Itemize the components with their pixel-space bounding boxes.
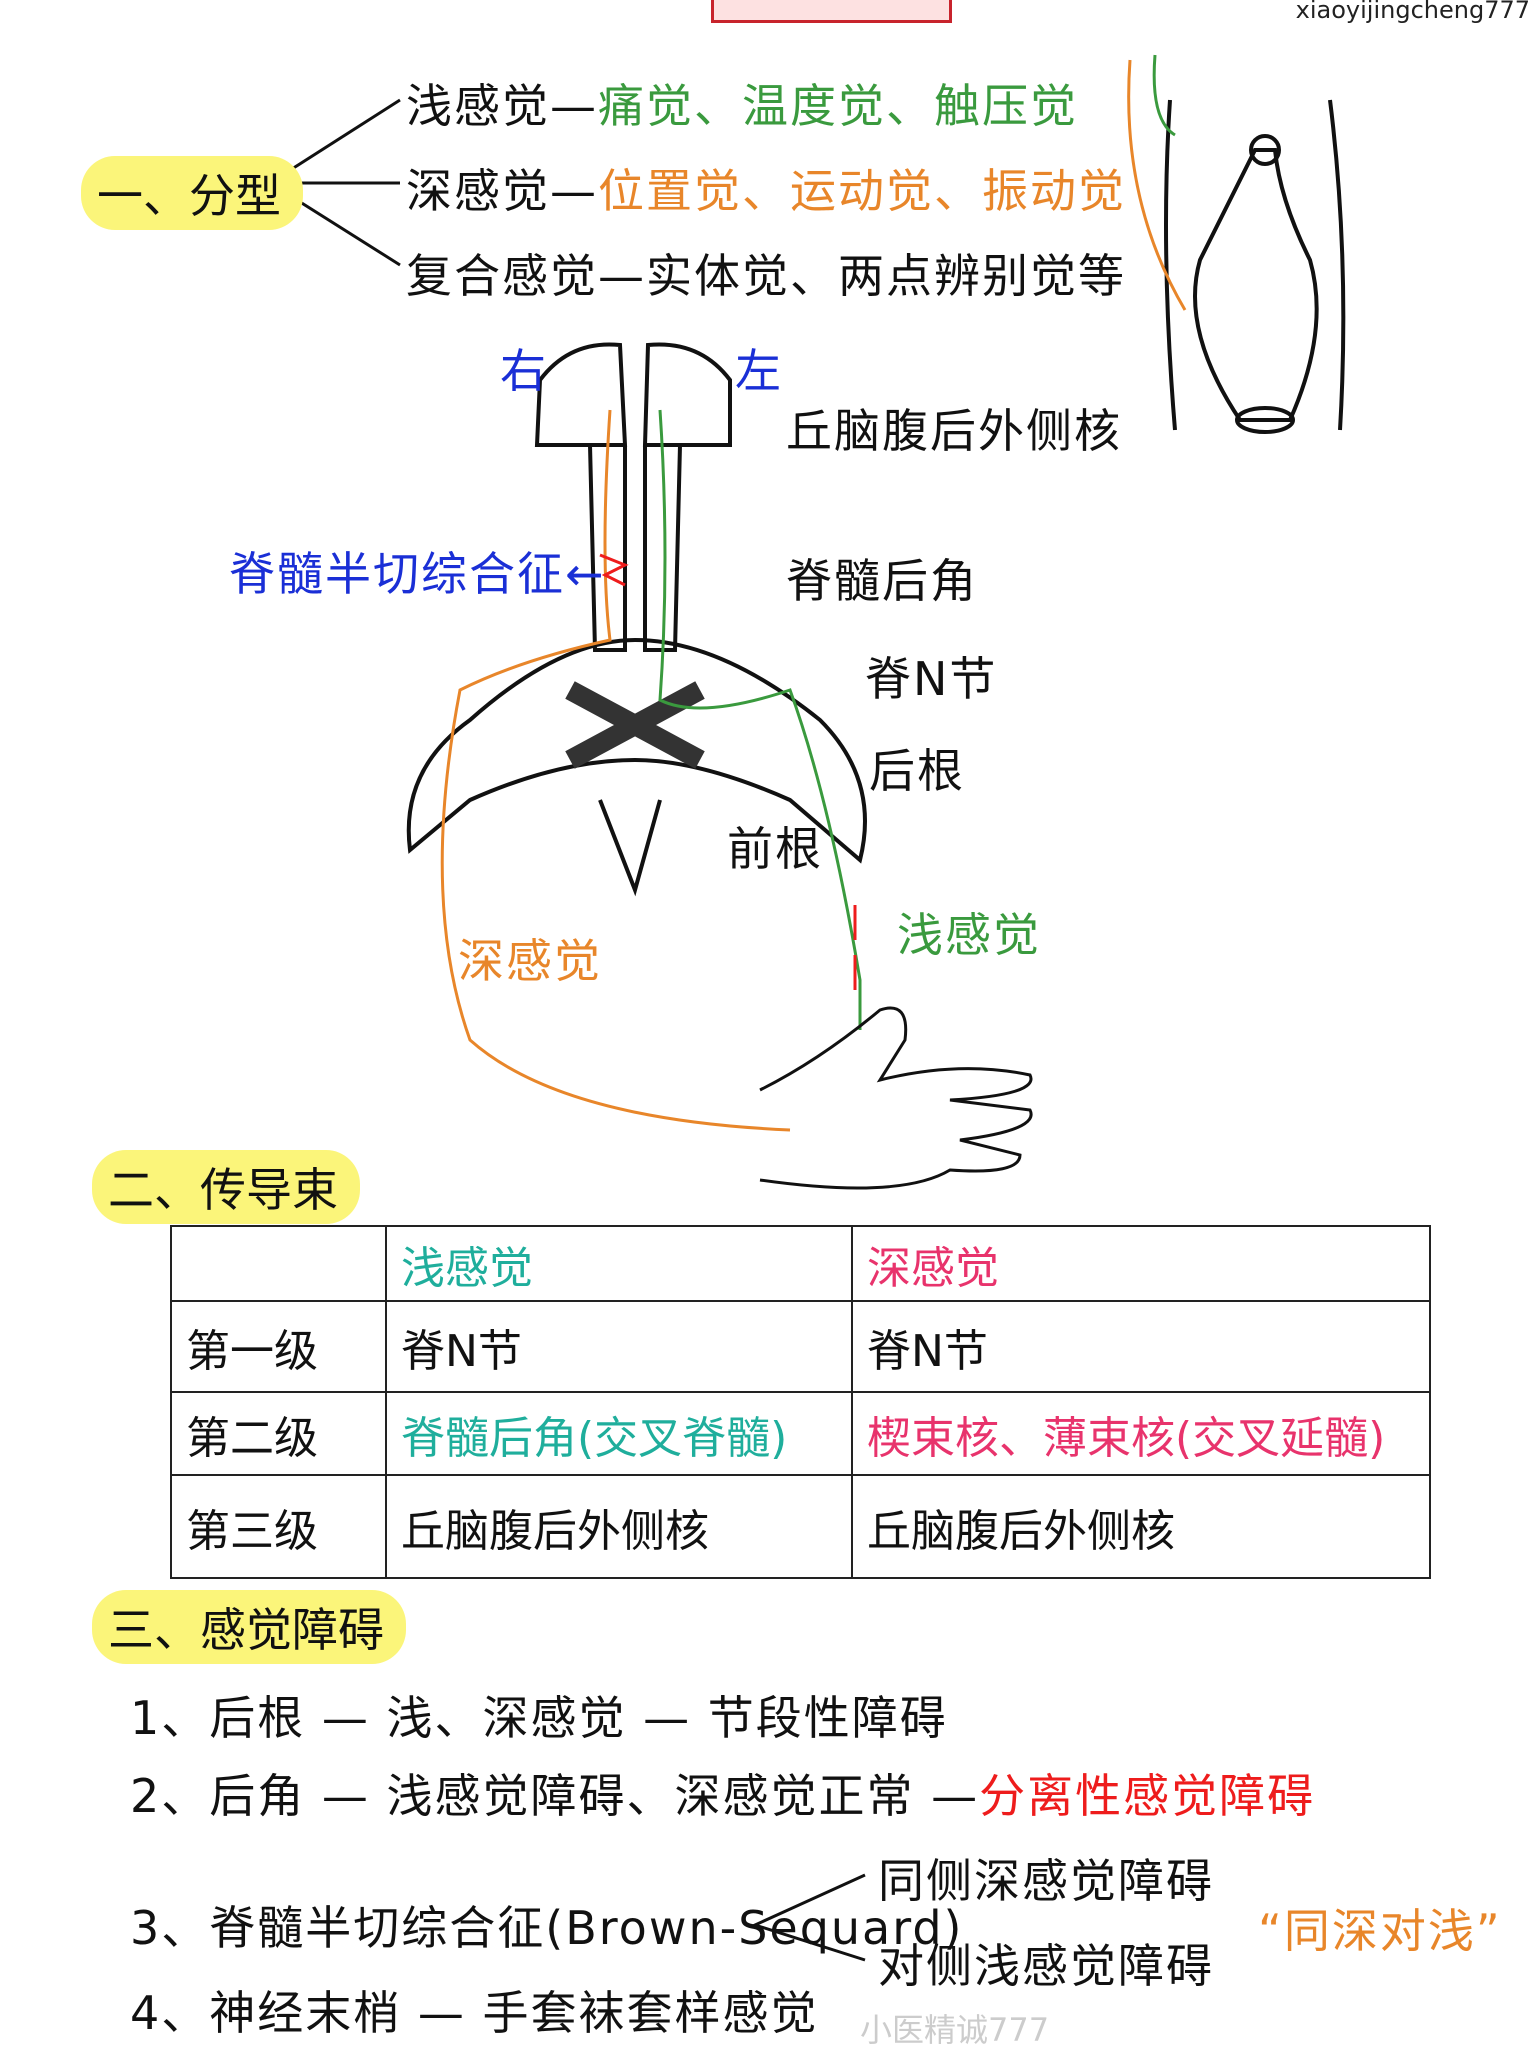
text: 位置觉、运动觉、振动觉 — [598, 164, 1126, 218]
text: 3、 — [130, 1901, 210, 1955]
row-deep: 深感觉—位置觉、运动觉、振动觉 — [406, 155, 1126, 221]
text: — — [598, 249, 646, 303]
text: 分离性感觉障碍 — [979, 1769, 1316, 1823]
branch-contralateral: 对侧浅感觉障碍 — [878, 1939, 1214, 1993]
text: 4、 — [130, 1986, 210, 2040]
text: 浅感觉深感觉 第一级脊N节脊N节 第二级脊髓后角(交叉脊髓)楔束核、薄束核(交叉… — [170, 1225, 1431, 1579]
bottom-watermark: 小医精诚777 — [860, 2011, 1050, 2049]
text — [1164, 99, 1177, 431]
text — [642, 342, 732, 447]
section1-heading: 一、分型 — [81, 156, 303, 230]
text — [759, 1006, 1033, 1190]
text — [1127, 59, 1187, 311]
title-box — [711, 0, 952, 23]
label-left: 左 — [735, 344, 783, 398]
text: 后角 — 浅感觉障碍、深感觉正常 — — [209, 1769, 980, 1823]
text: 后根 — 浅、深感觉 — 节段性障碍 — [209, 1691, 948, 1745]
table-cell: 浅感觉 — [385, 1225, 853, 1302]
table-cell — [170, 1225, 387, 1302]
text: 2、 — [130, 1769, 210, 1823]
table-cell: 丘脑腹后外侧核 — [385, 1474, 853, 1579]
text: 实体觉、两点辨别觉等 — [646, 249, 1126, 303]
section3-heading: 三、感觉障碍 — [92, 1590, 406, 1664]
text: 复合感觉 — [406, 249, 598, 303]
text: 第一级脊N节脊N节 — [170, 1300, 1431, 1393]
text — [750, 1873, 866, 1962]
label-ganglion: 脊N节 — [865, 652, 998, 706]
row-superficial: 浅感觉—痛觉、温度觉、触压觉 — [406, 70, 1078, 136]
text — [1235, 406, 1295, 434]
pathway-table: 浅感觉深感觉 第一级脊N节脊N节 第二级脊髓后角(交叉脊髓)楔束核、薄束核(交叉… — [170, 1225, 1431, 1579]
text — [599, 553, 629, 587]
text — [1249, 134, 1281, 166]
text: 第二级脊髓后角(交叉脊髓)楔束核、薄束核(交叉延髓) — [170, 1391, 1431, 1476]
text — [643, 444, 682, 652]
watermark: xiaoyijingcheng777 — [1295, 0, 1530, 24]
text — [534, 342, 628, 447]
table-cell: 第二级 — [170, 1391, 387, 1476]
brainstem-drawing — [406, 342, 867, 897]
label-brown-sequard: 脊髓半切综合征← — [229, 538, 606, 604]
row-compound: 复合感觉—实体觉、两点辨别觉等 — [406, 240, 1126, 306]
label-dorsal-horn: 脊髓后角 — [786, 554, 978, 608]
label-deep: 深感觉 — [458, 934, 602, 988]
text — [1328, 99, 1346, 431]
label-thalamus: 丘脑腹后外侧核 — [786, 404, 1122, 458]
text: — — [550, 79, 598, 133]
label-dorsal-root: 后根 — [869, 744, 965, 798]
text — [565, 681, 705, 769]
text: ← — [565, 547, 606, 601]
text: 浅感觉深感觉 — [170, 1225, 1431, 1302]
table-cell: 第一级 — [170, 1300, 387, 1393]
text: 脊髓半切综合征 — [229, 547, 565, 601]
list-item-2: 2、后角 — 浅感觉障碍、深感觉正常 —分离性感觉障碍 — [130, 1760, 1315, 1826]
table-cell: 第三级 — [170, 1474, 387, 1579]
table-cell: 脊N节 — [385, 1300, 853, 1393]
table-cell: 脊髓后角(交叉脊髓) — [385, 1391, 853, 1476]
label-ventral-root: 前根 — [727, 822, 823, 876]
text — [1152, 54, 1176, 137]
table-cell: 深感觉 — [851, 1225, 1431, 1302]
muscle-spindle-drawing — [1164, 99, 1346, 434]
text: 痛觉、温度觉、触压觉 — [598, 79, 1078, 133]
table-cell: 丘脑腹后外侧核 — [851, 1474, 1431, 1579]
branch-ipsilateral: 同侧深感觉障碍 — [878, 1854, 1214, 1908]
list-item-1: 1、后根 — 浅、深感觉 — 节段性障碍 — [130, 1682, 948, 1748]
text: 脊髓半切综合征(Brown-Sequard) — [209, 1901, 964, 1955]
text: 神经末梢 — 手套袜套样感觉 — [209, 1986, 819, 2040]
list-item-4: 4、神经末梢 — 手套袜套样感觉 — [130, 1977, 819, 2043]
table-cell: 脊N节 — [851, 1300, 1431, 1393]
list-item-3: 3、脊髓半切综合征(Brown-Sequard) — [130, 1892, 964, 1958]
mnemonic: “同深对浅” — [1258, 1904, 1502, 1958]
text — [1193, 148, 1319, 422]
text — [440, 409, 791, 1132]
text — [588, 444, 627, 652]
text: 深感觉 — [406, 164, 550, 218]
text: — — [550, 164, 598, 218]
table-cell: 楔束核、薄束核(交叉延髓) — [851, 1391, 1431, 1476]
text — [658, 409, 862, 1030]
label-superficial: 浅感觉 — [897, 908, 1041, 962]
section2-heading: 二、传导束 — [92, 1150, 360, 1224]
text — [598, 799, 662, 897]
text: 浅感觉 — [406, 79, 550, 133]
text: 1、 — [130, 1691, 210, 1745]
text: 第三级丘脑腹后外侧核丘脑腹后外侧核 — [170, 1474, 1431, 1579]
text — [406, 637, 867, 864]
label-right: 右 — [500, 344, 548, 398]
